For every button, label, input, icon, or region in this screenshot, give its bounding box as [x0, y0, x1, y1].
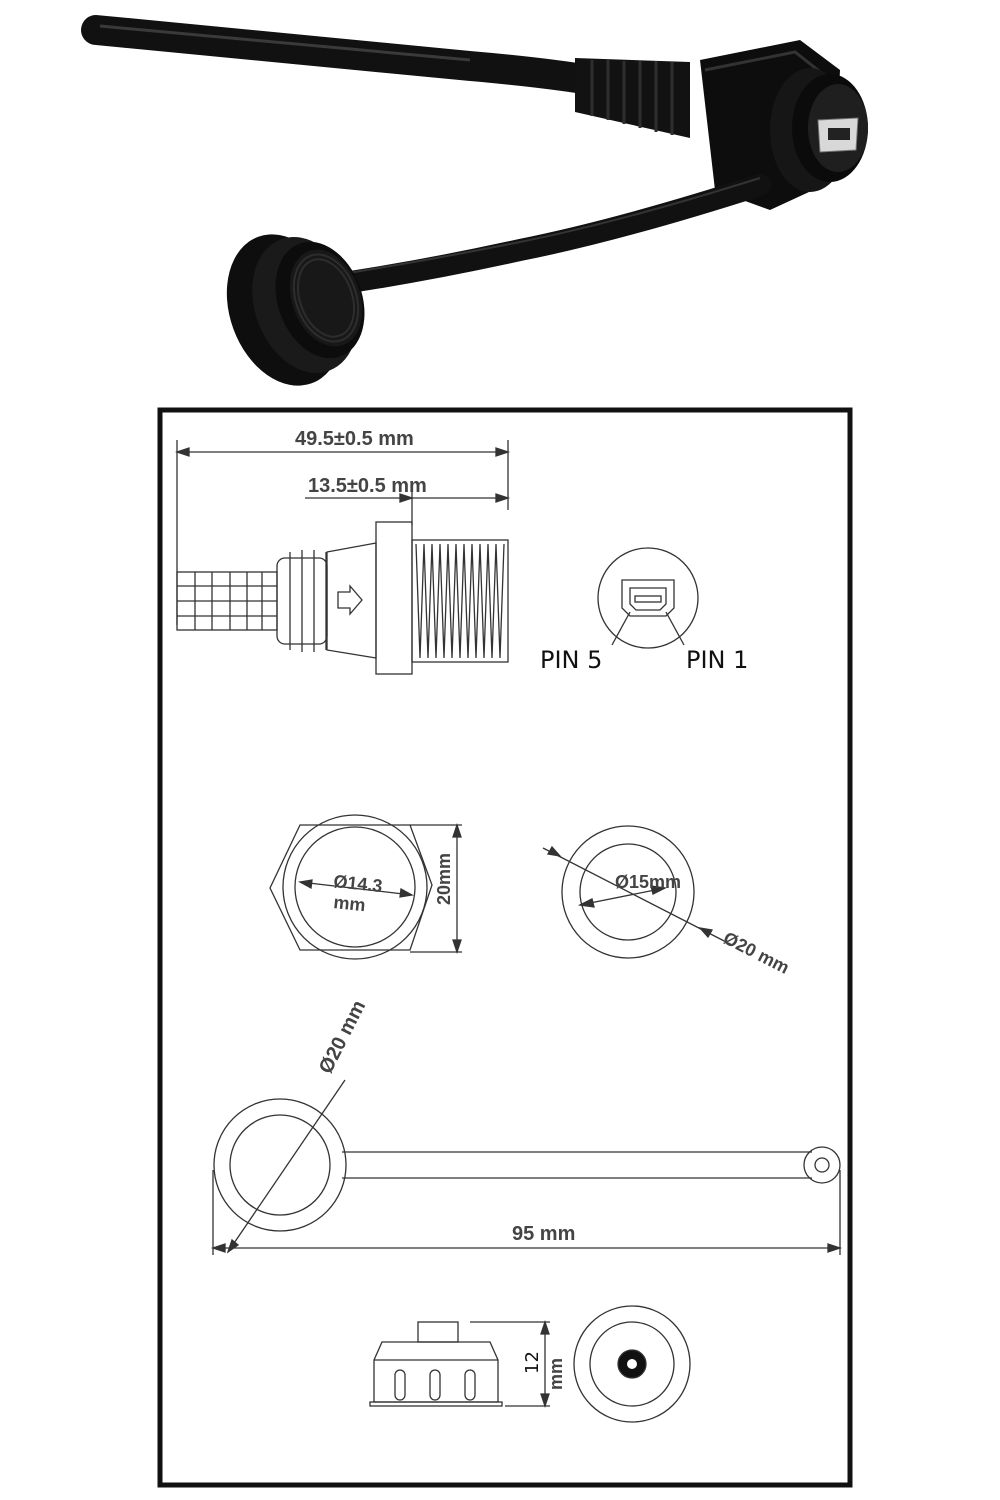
tether-length-label: 95 mm	[512, 1223, 575, 1245]
tether	[319, 174, 771, 296]
cap-height-unit: mm	[546, 1358, 566, 1390]
cap-ring-view	[542, 825, 733, 959]
drawing-frame	[157, 407, 853, 1488]
pin-5-label: PIN 5	[540, 646, 602, 674]
hex-inner-diameter-line	[299, 881, 413, 896]
cap-height-value: 12	[522, 1351, 543, 1374]
direction-arrow-icon	[337, 584, 363, 616]
thread-length-label: 13.5±0.5 mm	[308, 475, 427, 497]
mini-usb-port-outline	[621, 579, 675, 617]
hex-inner-diameter-unit: mm	[333, 892, 367, 915]
cap-ring-inner-diameter-label: Ø15mm	[615, 872, 681, 892]
hex-height-label: 20mm	[434, 853, 454, 905]
technical-drawing: 49.5±0.5 mm 13.5±0.5 mm PIN 5 PIN 1 Ø14.…	[157, 407, 853, 1488]
cap-profile-view	[369, 1319, 550, 1409]
overall-length-label: 49.5±0.5 mm	[295, 428, 414, 450]
product-photo	[81, 15, 868, 386]
cap-top-view	[573, 1305, 691, 1423]
cap-ring-inner-diameter-line	[579, 887, 666, 906]
cap-tether-view	[210, 1079, 843, 1255]
dust-cap	[226, 234, 365, 386]
tether-ring-diameter-line	[227, 1079, 346, 1253]
strain-relief	[575, 58, 690, 138]
mini-usb-socket	[817, 117, 859, 153]
hex-nut-view	[269, 814, 462, 960]
socket-face-view	[597, 547, 699, 649]
cable	[81, 15, 605, 95]
pin-1-label: PIN 1	[686, 646, 748, 674]
side-view	[174, 440, 511, 675]
